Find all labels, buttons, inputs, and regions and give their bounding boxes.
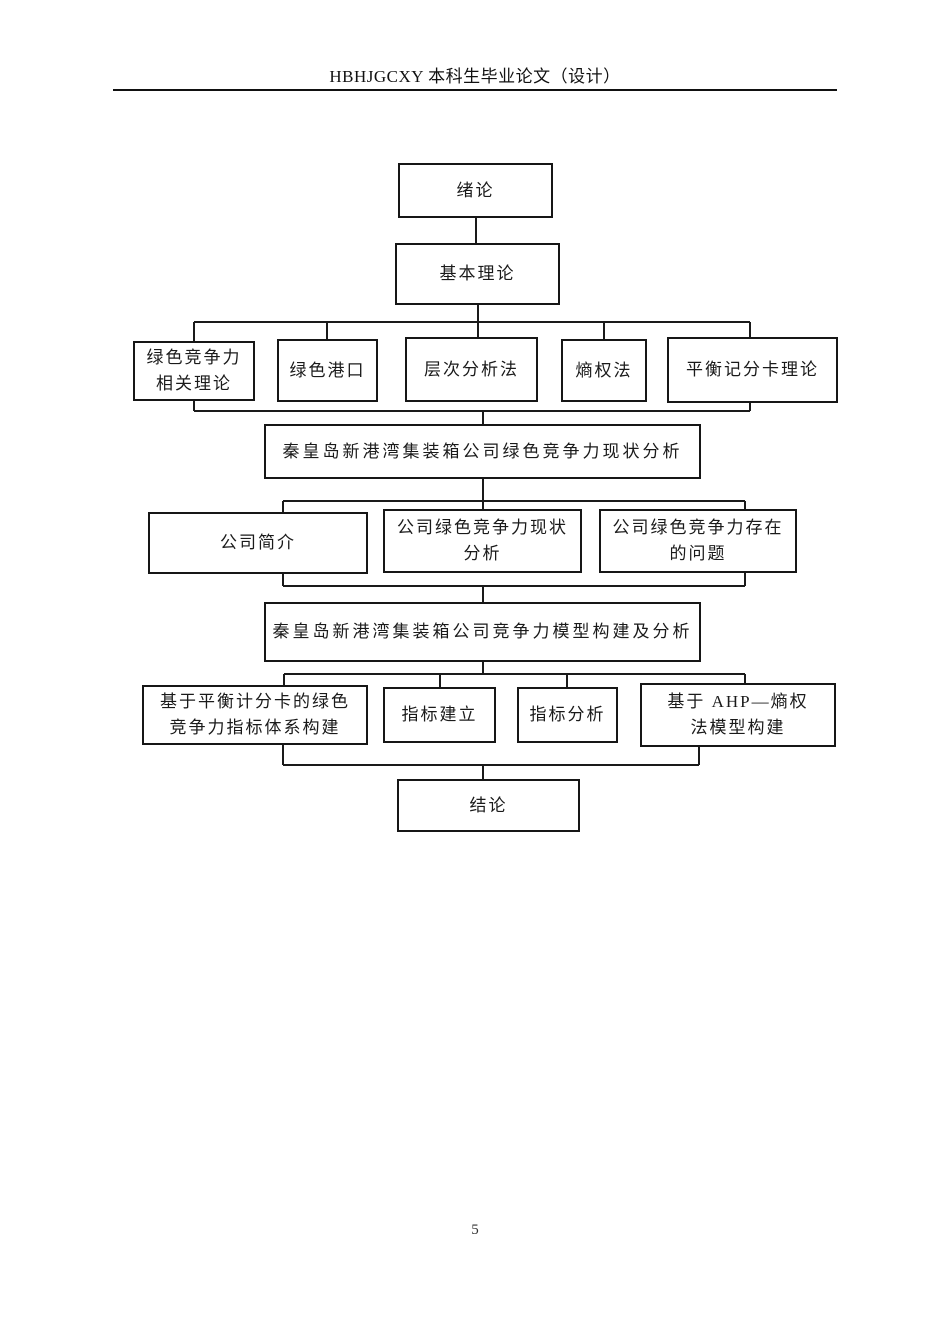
node-entropy-method: 熵权法 — [561, 339, 647, 402]
node-index-analysis: 指标分析 — [517, 687, 618, 743]
node-bsc-index-system: 基于平衡计分卡的绿色 竞争力指标体系构建 — [142, 685, 368, 745]
node-conclusion: 结论 — [397, 779, 580, 832]
node-status-analysis: 秦皇岛新港湾集装箱公司绿色竞争力现状分析 — [264, 424, 701, 479]
node-model-construction: 秦皇岛新港湾集装箱公司竞争力模型构建及分析 — [264, 602, 701, 662]
node-ahp-entropy-model: 基于 AHP—熵权 法模型构建 — [640, 683, 836, 747]
node-basic-theory: 基本理论 — [395, 243, 560, 305]
node-ahp-method: 层次分析法 — [405, 337, 538, 402]
node-balanced-scorecard-theory: 平衡记分卡理论 — [667, 337, 838, 403]
page-number: 5 — [471, 1222, 479, 1238]
node-green-port: 绿色港口 — [277, 339, 378, 402]
node-company-profile: 公司简介 — [148, 512, 368, 574]
node-company-green-status: 公司绿色竞争力现状 分析 — [383, 509, 582, 573]
node-intro: 绪论 — [398, 163, 553, 218]
node-index-establish: 指标建立 — [383, 687, 496, 743]
page-header-title: HBHJGCXY 本科生毕业论文（设计） — [329, 67, 621, 86]
node-green-competitiveness-theory: 绿色竞争力 相关理论 — [133, 341, 255, 401]
header-divider-line — [113, 89, 837, 91]
node-company-problems: 公司绿色竞争力存在 的问题 — [599, 509, 797, 573]
